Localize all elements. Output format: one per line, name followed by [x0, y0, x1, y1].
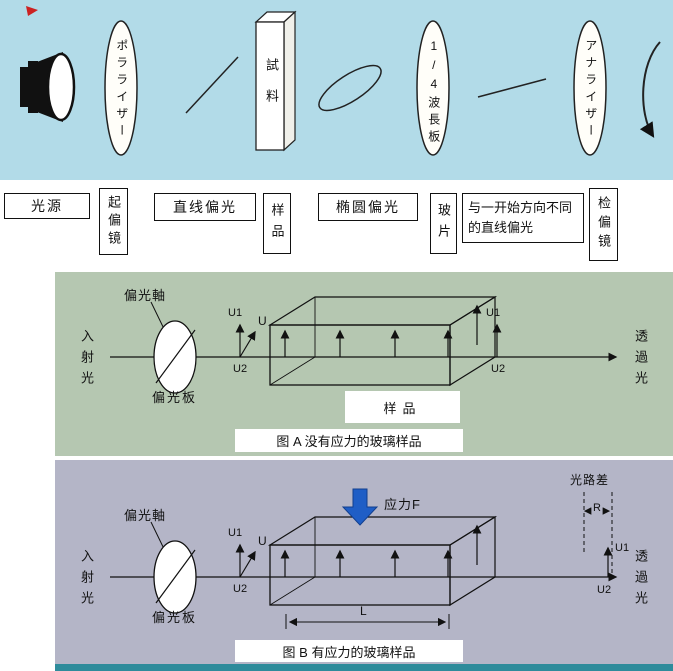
u2-label-b: U2 — [233, 583, 248, 595]
u1-output-label-a: U1 — [486, 307, 501, 319]
glass-box-front-b — [269, 544, 451, 606]
caption-a: 图 A 没有应力的玻璃样品 — [235, 429, 463, 452]
label-polarizer: 起偏镜 — [106, 194, 121, 249]
u-label-a: U — [258, 314, 267, 328]
polarization-axis-line-a — [155, 329, 196, 384]
diagram-a-shapes — [110, 295, 618, 394]
top-quarter-wave-label: 1/4波長板 — [426, 39, 441, 147]
stress-arrow-icon — [341, 488, 379, 526]
u1-label-b: U1 — [228, 527, 243, 539]
quarter-wave-plate-lens — [416, 20, 450, 156]
rotated-linear-polarization-line-icon — [477, 78, 547, 98]
specimen-box-3d — [254, 10, 297, 152]
top-polarizer-label: ポラライザー — [114, 39, 129, 141]
polarizer-lens — [104, 20, 138, 156]
top-specimen-label: 試料 — [263, 58, 279, 120]
optical-path-difference-label-b: 光路差 — [570, 473, 610, 487]
glass-box-front-a — [269, 324, 451, 386]
bottom-strip — [55, 664, 673, 671]
label-box-glass-plate: 玻片 — [430, 193, 457, 254]
label-analyzer: 检偏镜 — [596, 196, 611, 253]
u-vector-b — [239, 550, 256, 578]
polarization-axis-line-b — [155, 549, 196, 604]
top-analyzer-label: アナライザー — [583, 39, 598, 141]
label-glass-plate: 玻片 — [436, 202, 451, 245]
caption-b: 图 B 有应力的玻璃样品 — [235, 640, 463, 662]
rotation-arc-arrow-icon — [639, 41, 661, 138]
top-panel-background — [0, 0, 673, 180]
label-sample: 样品 — [269, 202, 285, 245]
incident-light-label-b: 入射光 — [78, 549, 94, 612]
diagram-b-shapes — [110, 515, 618, 614]
label-box-light-source: 光源 — [4, 193, 90, 219]
label-box-analyzer: 检偏镜 — [589, 188, 618, 261]
sample-callout-a: 样品 — [345, 391, 460, 423]
polarization-axis-label-a: 偏光軸 — [124, 288, 167, 303]
polarization-axis-label-b: 偏光軸 — [124, 508, 167, 523]
label-box-rotated-linear: 与一开始方向不同的直线偏光 — [462, 193, 584, 243]
polarizer-plate-label-b: 偏光板 — [152, 610, 198, 625]
elliptical-polarization-icon — [318, 64, 382, 112]
l-label-b: L — [360, 604, 367, 618]
u1-output-label-b: U1 — [615, 542, 630, 554]
label-box-sample: 样品 — [263, 193, 291, 254]
u2-output-label-b: U2 — [597, 584, 612, 596]
label-box-polarizer: 起偏镜 — [99, 188, 128, 255]
transmitted-light-label-b: 透過光 — [632, 549, 648, 612]
u1-label-a: U1 — [228, 307, 243, 319]
polarizer-plate-label-a: 偏光板 — [152, 390, 198, 405]
red-cursor-mark — [26, 6, 38, 16]
incident-light-label-a: 入射光 — [78, 329, 94, 392]
analyzer-lens — [573, 20, 607, 156]
linear-polarization-line-icon — [185, 56, 239, 114]
transmitted-light-label-a: 透過光 — [632, 329, 648, 392]
label-box-elliptical-polarized: 椭圆偏光 — [318, 193, 418, 221]
u2-output-label-a: U2 — [491, 363, 506, 375]
u-label-b: U — [258, 534, 267, 548]
light-source-icon — [20, 52, 76, 122]
r-label-b: R — [593, 502, 601, 514]
label-box-linear-polarized: 直线偏光 — [154, 193, 256, 221]
path-difference-marks — [583, 492, 613, 577]
u-vector-a — [239, 330, 256, 358]
stress-label-b: 应力F — [384, 497, 421, 512]
u2-label-a: U2 — [233, 363, 248, 375]
length-dimension — [285, 614, 450, 629]
